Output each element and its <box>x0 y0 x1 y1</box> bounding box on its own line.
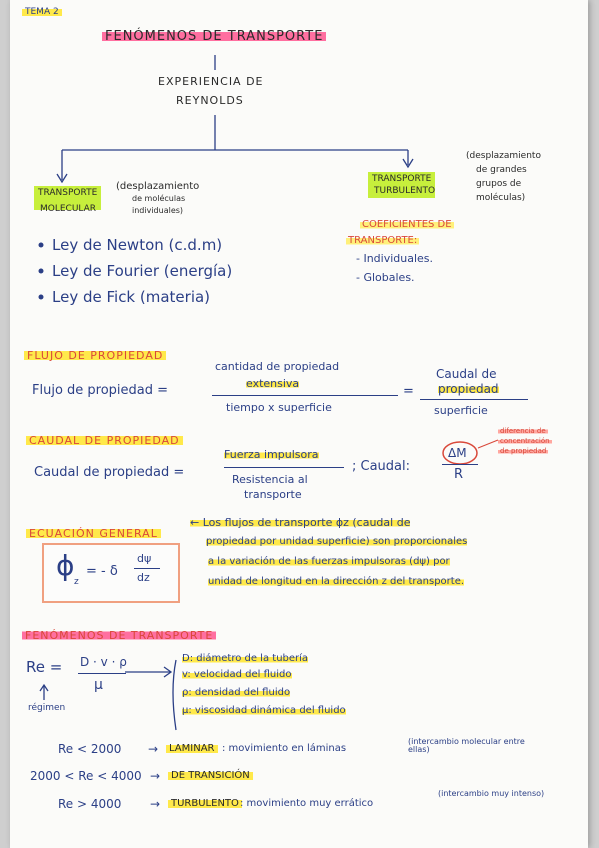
flujo-num2-line2: propiedad <box>438 382 499 396</box>
reynolds-den: μ <box>94 677 103 693</box>
ecuacion-box <box>42 543 180 603</box>
law-newton: Ley de Newton (c.d.m) <box>52 236 223 254</box>
caudal-note-line2: concentración <box>498 437 552 445</box>
reynolds-def-d: D: diámetro de la tubería <box>182 653 309 664</box>
ecuacion-mid: = - δ <box>86 564 118 579</box>
regime-desc-laminar: : movimiento en láminas <box>222 743 347 754</box>
caudal-heading: CAUDAL DE PROPIEDAD <box>26 435 183 446</box>
regime-arrow-laminar: → <box>148 742 159 756</box>
ecuacion-dz: dz <box>137 571 150 584</box>
tree-root-line1: EXPERIENCIA DE <box>158 75 264 88</box>
molecular-box-line1: TRANSPORTE <box>38 188 98 198</box>
regime-name-transicion: DE TRANSICIÓN <box>168 771 253 781</box>
coef-globales: - Globales. <box>356 271 415 284</box>
tema-label: TEMA 2 <box>22 8 62 17</box>
reynolds-frac-line <box>78 673 126 674</box>
reynolds-heading: FENÓMENOS DE TRANSPORTE <box>22 630 217 641</box>
coeficientes-line2: TRANSPORTE: <box>346 235 420 246</box>
reynolds-def-rho: ρ: densidad del fluido <box>182 687 291 698</box>
regime-paren-laminar: (intercambio molecular entre ellas) <box>408 737 525 754</box>
coef-individuales: - Individuales. <box>356 252 434 265</box>
page-title: FENÓMENOS DE TRANSPORTE <box>102 30 327 43</box>
reynolds-regimen: régimen <box>28 703 66 713</box>
turbulent-note-line2: de grandes <box>476 165 527 175</box>
regime-arrow-transicion: → <box>150 769 161 783</box>
flujo-num1-line1: cantidad de propiedad <box>215 360 340 373</box>
flujo-lhs: Flujo de propiedad = <box>32 383 169 398</box>
regime-cond-transicion: 2000 < Re < 4000 <box>30 769 142 783</box>
flujo-equals: = <box>403 384 414 399</box>
flujo-num1-line2: extensiva <box>246 377 300 390</box>
turbulent-box-line2: TURBULENTO <box>374 186 436 196</box>
molecular-box-line2: MOLECULAR <box>40 204 97 214</box>
caudal-delta: ΔM <box>448 446 467 460</box>
turbulent-box: TRANSPORTE <box>368 172 436 198</box>
flujo-frac2-line <box>420 399 528 400</box>
ecuacion-heading: ECUACIÓN GENERAL <box>26 528 161 539</box>
regime-cond-laminar: Re < 2000 <box>58 742 122 756</box>
ecuacion-text-line2: propiedad por unidad superficie) son pro… <box>206 536 468 547</box>
turbulent-note-line1: (desplazamiento <box>466 151 541 161</box>
reynolds-num: D · v · ρ <box>80 655 127 669</box>
law-fick: Ley de Fick (materia) <box>52 288 211 306</box>
caudal-num: Fuerza impulsora <box>224 448 319 461</box>
flujo-den1: tiempo x superficie <box>226 401 332 414</box>
ecuacion-text-line3: a la variación de las fuerzas impulsoras… <box>208 556 450 567</box>
coeficientes-line1: COEFICIENTES DE <box>360 219 454 230</box>
turbulent-box-line1: TRANSPORTE <box>372 174 432 184</box>
ecuacion-dpsi: dψ <box>137 552 152 565</box>
regime-desc-turbulento: : movimiento muy errático <box>240 798 374 809</box>
reynolds-def-v: v: velocidad del fluido <box>182 669 292 680</box>
caudal-den-line2: transporte <box>244 488 302 501</box>
law-fourier: Ley de Fourier (energía) <box>52 262 233 280</box>
caudal-note-line1: diferencia de <box>498 427 548 435</box>
ecuacion-text-line4: unidad de longitud en la dirección z del… <box>208 576 465 587</box>
turbulent-note-line4: moléculas) <box>476 193 526 203</box>
molecular-note-line2: de moléculas <box>132 194 186 203</box>
tree-root-line2: REYNOLDS <box>176 94 244 107</box>
regime-arrow-turbulento: → <box>150 797 161 811</box>
regime-paren-turbulento: (intercambio muy intenso) <box>438 789 545 798</box>
ecuacion-sub-z: z <box>74 577 79 587</box>
caudal-delta-line <box>442 464 478 465</box>
regime-name-turbulento: TURBULENTO <box>168 799 242 809</box>
caudal-den-line1: Resistencia al <box>232 473 308 486</box>
caudal-lhs: Caudal de propiedad = <box>34 465 185 480</box>
caudal-frac-line <box>224 467 344 468</box>
flujo-den2: superficie <box>434 404 488 417</box>
flujo-frac1-line <box>212 395 398 396</box>
flujo-num2-line1: Caudal de <box>436 367 497 381</box>
ecuacion-text-line1: ← Los flujos de transporte ϕz (caudal de <box>190 516 411 529</box>
flujo-heading: FLUJO DE PROPIEDAD <box>24 350 167 361</box>
regime-name-laminar: LAMINAR <box>166 744 218 754</box>
regime-cond-turbulento: Re > 4000 <box>58 797 122 811</box>
caudal-r: R <box>454 467 464 482</box>
reynolds-re: Re = <box>26 658 63 676</box>
turbulent-note-line3: grupos de <box>476 179 522 189</box>
caudal-note-line3: de propiedad <box>498 447 549 455</box>
molecular-note-line3: individuales) <box>132 206 184 215</box>
caudal-sep: ; Caudal: <box>352 459 411 474</box>
molecular-box: TRANSPORTE <box>34 186 102 210</box>
ecuacion-frac-line <box>134 568 160 569</box>
molecular-note-line1: (desplazamiento <box>116 181 200 192</box>
reynolds-def-mu: μ: viscosidad dinámica del fluido <box>182 705 346 716</box>
ecuacion-phi: ϕ <box>56 549 75 582</box>
